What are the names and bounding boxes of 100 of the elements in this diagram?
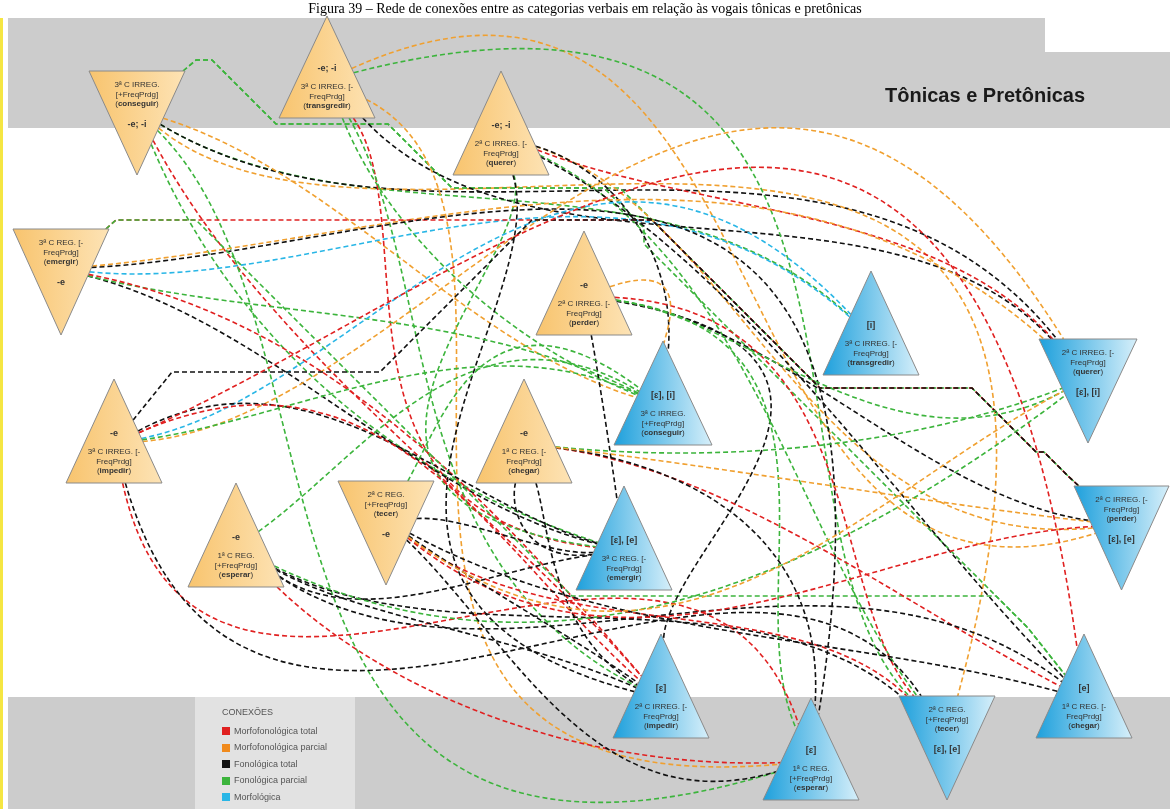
- connection-line: [138, 404, 641, 681]
- connection-line: [554, 446, 1092, 523]
- triangle-node: [822, 270, 920, 376]
- category-label: 2ª C IRREG. [- FreqPrdg] (perder): [556, 299, 612, 328]
- triangle-node: [612, 633, 710, 739]
- diagram-title: Tônicas e Pretônicas: [885, 83, 1086, 108]
- category-label: 3ª C IRREG. [+FreqPrdg] (conseguir): [113, 80, 161, 109]
- connection-line: [352, 49, 910, 697]
- connection-line: [105, 219, 1066, 676]
- connection-line: [140, 202, 852, 440]
- connection-line: [348, 117, 638, 688]
- legend-heading: CONEXÕES: [222, 706, 274, 719]
- connection-line: [278, 554, 593, 600]
- category-label: 2ª C REG. [+FreqPrdg] (tecer): [363, 490, 409, 519]
- category-label: 3ª C IRREG. [- FreqPrdg] (transgredir): [299, 82, 355, 111]
- category-label: 3ª C IRREG. [- FreqPrdg] (transgredir): [843, 339, 899, 368]
- connection-line: [407, 390, 1065, 612]
- triangle-node: [613, 340, 713, 446]
- triangle-node: [65, 378, 163, 484]
- category-label: 1ª C REG. [+FreqPrdg] (esperar): [788, 764, 834, 793]
- triangle-node: [475, 378, 573, 484]
- connection-line: [150, 143, 599, 544]
- connection-line: [554, 387, 1063, 454]
- connection-line: [536, 149, 1054, 340]
- connection-line: [159, 123, 1058, 340]
- triangle-node: [452, 70, 550, 176]
- category-label: 3ª C REG. [- FreqPrdg] (emergir): [600, 554, 648, 583]
- connection-line: [257, 359, 640, 533]
- vowel-label: -e; -i: [317, 63, 337, 75]
- vowel-label: [ɛ], [e]: [610, 535, 638, 547]
- connection-line: [539, 154, 918, 697]
- connection-line: [535, 482, 639, 686]
- legend-label: Morfológica: [234, 790, 281, 804]
- connection-line: [615, 299, 1065, 419]
- vowel-label: -e; -i: [491, 120, 511, 132]
- figure-caption: Figura 39 – Rede de conexões entre as categorias verbais em relação às vogais tônicas e pretônicas: [307, 0, 863, 18]
- connection-line: [426, 174, 597, 548]
- vowel-label: [ɛ]: [805, 745, 817, 757]
- vowel-label: [ɛ], [e]: [933, 743, 961, 755]
- connection-line: [352, 117, 597, 549]
- connection-line: [156, 129, 777, 801]
- triangle-node: [762, 697, 860, 801]
- triangle-node: [12, 228, 110, 336]
- category-label: 3ª C REG. [- FreqPrdg] (emergir): [37, 238, 85, 267]
- category-label: 3ª C IRREG. [+FreqPrdg] (conseguir): [639, 409, 687, 438]
- connection-line: [615, 300, 771, 641]
- connection-line: [274, 567, 902, 697]
- triangle-node: [1038, 338, 1138, 444]
- category-label: 1ª C REG. [- FreqPrdg] (chegar): [500, 447, 548, 476]
- connection-line: [91, 199, 1045, 340]
- legend-label: Fonológica total: [234, 757, 298, 771]
- category-label: 2ª C IRREG. [- FreqPrdg] (querer): [473, 139, 529, 168]
- legend-label: Fonológica parcial: [234, 774, 308, 787]
- connection-line: [275, 569, 637, 689]
- connection-line: [276, 586, 782, 764]
- category-label: 3ª C IRREG. [- FreqPrdg] (impedir): [86, 447, 142, 476]
- triangle-node: [535, 230, 633, 336]
- vowel-label: -e: [57, 276, 65, 288]
- vowel-label: [e]: [1078, 683, 1090, 695]
- vowel-label: [ɛ], [i]: [1076, 386, 1100, 398]
- connection-line: [539, 156, 1065, 679]
- connection-line: [121, 482, 800, 726]
- vowel-label: [ɛ], [i]: [651, 390, 675, 402]
- legend-label: Morfofonológica parcial: [234, 741, 328, 754]
- vowel-label: -e: [382, 528, 390, 540]
- connection-line: [445, 174, 636, 693]
- connection-line: [88, 216, 851, 318]
- connection-line: [142, 128, 1065, 443]
- connection-line: [415, 517, 595, 554]
- category-label: 2ª C IRREG. [- FreqPrdg] (impedir): [633, 702, 689, 731]
- triangle-node: [337, 480, 435, 586]
- vowel-label: -e: [580, 280, 588, 292]
- vowel-label: -e: [110, 428, 118, 440]
- category-label: 1ª C REG. [+FreqPrdg] (esperar): [213, 551, 259, 580]
- connection-line: [361, 117, 1053, 340]
- triangle-node: [278, 15, 376, 119]
- connection-line: [87, 274, 640, 394]
- connection-line: [409, 532, 1059, 693]
- category-label: 2ª C IRREG. [- FreqPrdg] (perder): [1094, 495, 1149, 524]
- triangle-node: [575, 485, 673, 591]
- connection-line: [609, 279, 672, 345]
- legend-label: Morfofonológica total: [234, 724, 318, 738]
- vowel-label: [i]: [866, 320, 876, 332]
- triangle-node: [187, 482, 285, 588]
- connection-line: [273, 394, 1067, 623]
- triangle-node: [898, 695, 996, 801]
- connection-line: [341, 117, 639, 396]
- category-label: 1ª C REG. [- FreqPrdg] (chegar): [1060, 702, 1108, 731]
- triangle-node: [88, 70, 186, 176]
- vowel-label: [ɛ]: [655, 683, 667, 695]
- connection-line: [124, 482, 922, 697]
- vowel-label: -e: [520, 428, 528, 440]
- connection-line: [137, 403, 599, 544]
- category-label: 2ª C IRREG. [- FreqPrdg] (querer): [1060, 348, 1116, 377]
- connection-line: [350, 36, 1097, 548]
- vowel-label: [ɛ], [e]: [1108, 533, 1135, 545]
- vowel-label: -e: [232, 532, 240, 544]
- category-label: 2ª C REG. [+FreqPrdg] (tecer): [924, 705, 970, 734]
- triangle-node: [1035, 633, 1133, 739]
- connection-line: [406, 525, 1094, 619]
